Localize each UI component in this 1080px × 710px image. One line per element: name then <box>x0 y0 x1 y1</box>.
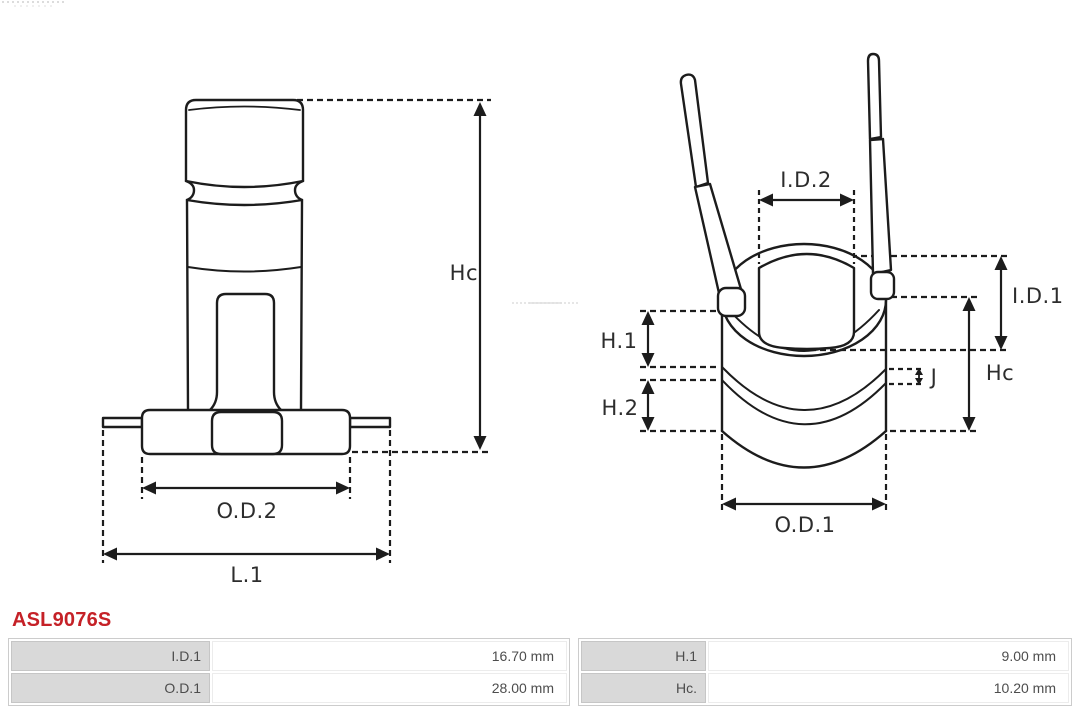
dim-label-od1: O.D.1 <box>774 513 835 537</box>
hc-arrow-up <box>473 102 487 116</box>
top-view-under-leaders <box>851 254 1008 299</box>
id1-arrow-down <box>994 336 1008 350</box>
dim-label-id1: I.D.1 <box>1012 284 1064 308</box>
spec-table: I.D.1 16.70 mm O.D.1 28.00 mm H.1 9.00 m… <box>8 638 1072 706</box>
cylinder-inner-rim <box>728 309 880 352</box>
dim-label-id2: I.D.2 <box>780 168 832 192</box>
od2-arrow-left <box>142 481 156 495</box>
dim-label-hc-side: Hc <box>450 261 478 285</box>
j-arrow-up <box>915 368 923 375</box>
id2-arrow-left <box>759 193 773 207</box>
id2-arrow-right <box>840 193 854 207</box>
side-view-dimensions <box>101 98 491 563</box>
cylinder-bore <box>757 252 856 351</box>
base-tab-left <box>101 416 144 429</box>
product-spec-section: ASL9076S I.D.1 16.70 mm O.D.1 28.00 mm H… <box>0 604 1080 706</box>
wire-right-tip <box>869 270 896 301</box>
wire-left-thick <box>693 182 745 304</box>
body-side-left <box>185 199 190 412</box>
hc-arrow-down <box>473 436 487 450</box>
dim-label-h2: H.2 <box>602 396 639 420</box>
spec-label-h1: H.1 <box>581 641 706 671</box>
l1-arrow-right <box>376 547 390 561</box>
ring-groove-upper <box>721 366 887 411</box>
l1-arrow-left <box>103 547 117 561</box>
h1-arrow-up <box>641 311 655 325</box>
neck-notch-right <box>293 179 305 202</box>
spec-value-hc: 10.20 mm <box>708 673 1069 703</box>
spec-label-hc: Hc. <box>581 673 706 703</box>
dim-label-hc-top: Hc <box>986 361 1014 385</box>
body-side-right <box>299 199 304 412</box>
side-view: Hc O.D.2 L.1 <box>101 98 491 587</box>
id1-arrow-up <box>994 256 1008 270</box>
technical-drawing: Hc O.D.2 L.1 <box>2 1 1064 587</box>
base-tab-right <box>348 416 392 429</box>
body-divider-line <box>187 266 302 273</box>
dim-label-h1: H.1 <box>601 329 638 353</box>
neck-bottom-line <box>185 198 304 207</box>
wire-left-tip <box>716 286 747 318</box>
top-view-dimensions <box>640 190 1008 513</box>
base-center-insert <box>210 410 284 456</box>
neck-notch-left <box>184 179 196 202</box>
wire-right-thin <box>866 52 883 141</box>
j-arrow-down <box>915 378 923 385</box>
od1-arrow-right <box>872 497 886 511</box>
h1-arrow-down <box>641 353 655 367</box>
top-view-part <box>679 52 896 469</box>
h2-arrow-down <box>641 417 655 431</box>
hc2-arrow-down <box>962 417 976 431</box>
spec-label-od1: O.D.1 <box>11 673 210 703</box>
wire-left-thin <box>679 73 710 189</box>
spec-table-left: I.D.1 16.70 mm O.D.1 28.00 mm <box>8 638 570 706</box>
dim-label-j: J <box>929 365 938 389</box>
slipring-cap <box>184 98 305 189</box>
cylinder-bottom-arc <box>720 429 888 469</box>
side-view-part <box>101 98 392 456</box>
wire-right-thick <box>868 137 893 276</box>
od1-arrow-left <box>722 497 736 511</box>
spec-label-id1: I.D.1 <box>11 641 210 671</box>
spec-value-h1: 9.00 mm <box>708 641 1069 671</box>
hc2-arrow-up <box>962 297 976 311</box>
dim-label-l1: L.1 <box>230 563 263 587</box>
od2-arrow-right <box>336 481 350 495</box>
spec-value-od1: 28.00 mm <box>212 673 567 703</box>
cap-rim-line <box>188 105 301 111</box>
top-view: I.D.2 I.D.1 H.1 H.2 J Hc O.D.1 <box>601 52 1064 537</box>
scan-artifacts <box>2 1 580 304</box>
body-window <box>208 292 283 412</box>
ring-groove-lower <box>721 379 887 426</box>
spec-value-id1: 16.70 mm <box>212 641 567 671</box>
spec-table-right: H.1 9.00 mm Hc. 10.20 mm <box>578 638 1072 706</box>
part-number: ASL9076S <box>12 609 112 631</box>
h2-arrow-up <box>641 380 655 394</box>
dim-label-od2: O.D.2 <box>216 499 277 523</box>
